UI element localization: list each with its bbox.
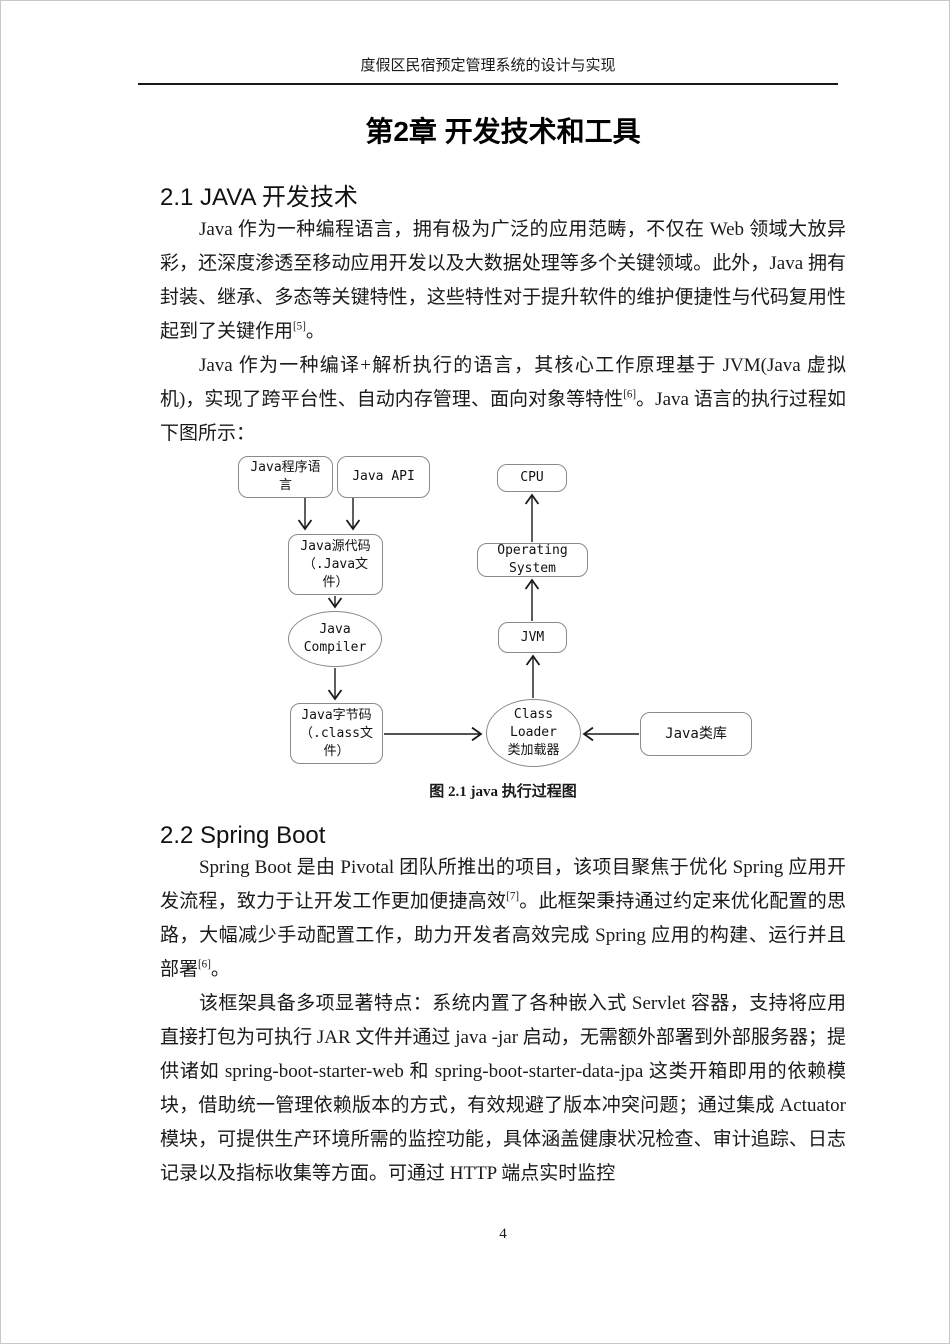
paragraph-java-execution: Java 作为一种编译+解析执行的语言，其核心工作原理基于 JVM(Java 虚… [160,355,846,444]
node-java-source-code: Java源代码 （.Java文 件） [288,534,383,595]
running-header: 度假区民宿预定管理系统的设计与实现 [138,56,838,85]
node-cpu: CPU [497,464,567,492]
node-java-api: Java API [337,456,430,498]
figure-caption: 图 2.1 java 执行过程图 [429,784,577,800]
node-java-library: Java类库 [640,712,752,756]
paragraph-springboot-features: 该框架具备多项显著特点：系统内置了各种嵌入式 Servlet 容器，支持将应用直… [160,993,846,1184]
paragraph-java-overview: Java 作为一种编程语言，拥有极为广泛的应用范畴，不仅在 Web 领域大放异彩… [160,219,846,342]
flowchart-arrows [297,493,639,742]
section-heading-2-1: 2.1 JAVA 开发技术 [160,184,358,211]
node-java-language: Java程序语 言 [238,456,333,498]
node-java-bytecode: Java字节码 （.class文 件） [290,703,383,764]
page-number: 4 [499,1226,507,1242]
node-jvm: JVM [498,622,567,653]
paragraph-springboot-intro: Spring Boot 是由 Pivotal 团队所推出的项目，该项目聚焦于优化… [160,857,846,980]
page-content: 第2章 开发技术和工具 2.1 JAVA 开发技术 Java 作为一种编程语言，… [0,114,950,1191]
node-operating-system: Operating System [477,543,588,577]
node-class-loader: Class Loader 类加载器 [486,699,581,767]
running-header-title: 度假区民宿预定管理系统的设计与实现 [360,58,616,74]
node-java-compiler: Java Compiler [288,611,382,667]
section-heading-2-2: 2.2 Spring Boot [160,822,326,849]
chapter-title: 第2章 开发技术和工具 [365,116,641,147]
figure-java-execution-flowchart: Java程序语 言 Java API Java源代码 （.Java文 件） Ja… [160,451,846,779]
